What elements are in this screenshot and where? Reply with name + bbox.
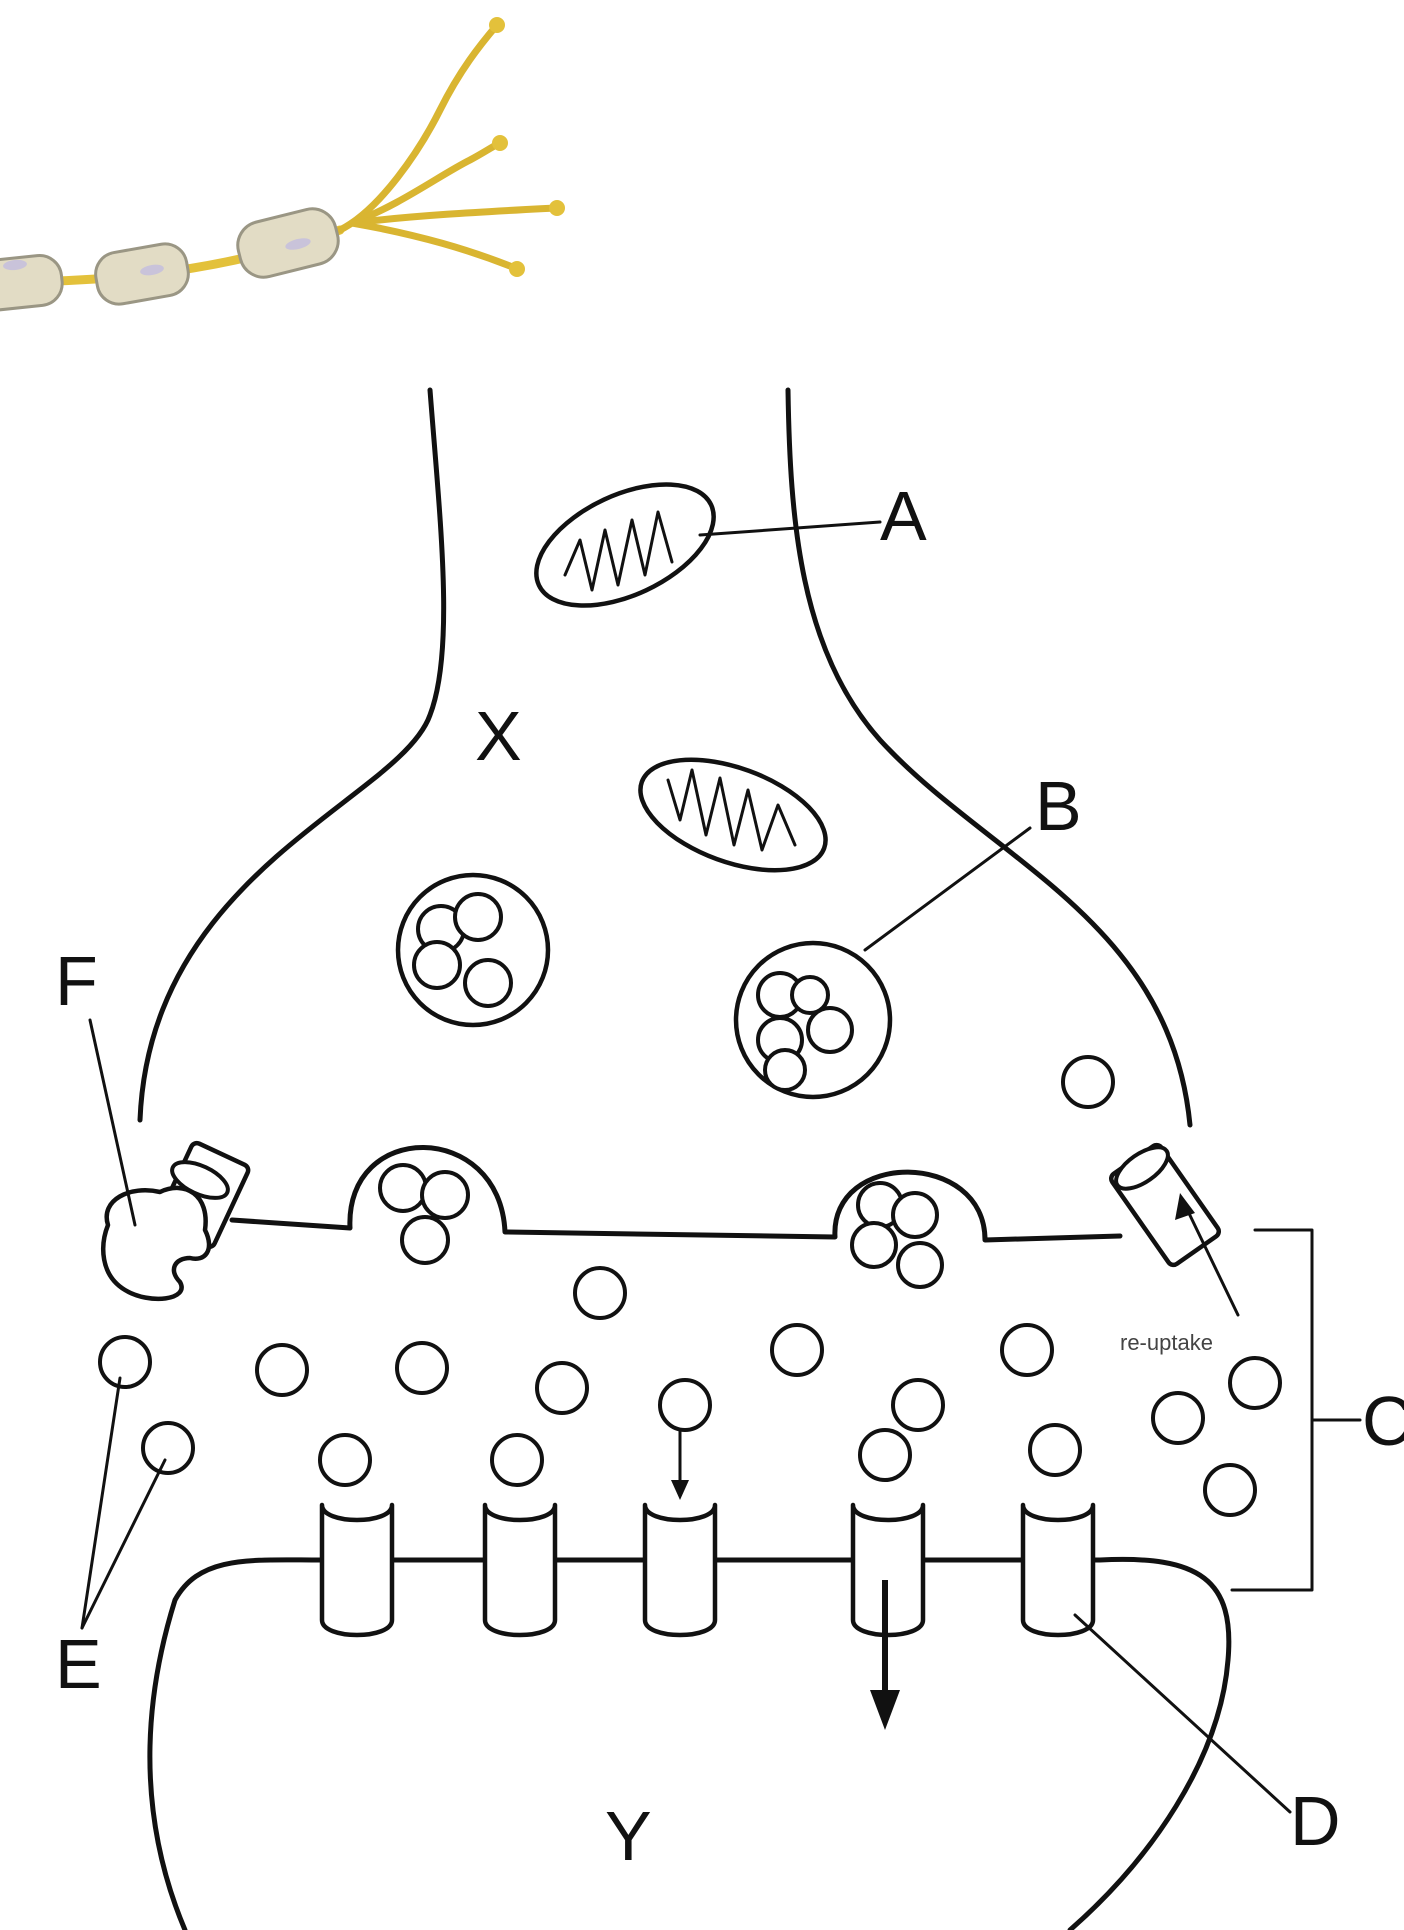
leader-b bbox=[865, 828, 1030, 950]
leader-d bbox=[1075, 1615, 1290, 1812]
reuptake-label: re-uptake bbox=[1120, 1330, 1213, 1355]
myelin-sheath bbox=[0, 204, 343, 313]
synaptic-vesicle-b bbox=[736, 943, 890, 1097]
receptor bbox=[322, 1505, 1093, 1635]
label-a: A bbox=[880, 477, 927, 555]
label-f: F bbox=[55, 942, 98, 1020]
signal-arrowhead bbox=[870, 1690, 900, 1730]
mitochondrion bbox=[626, 738, 840, 893]
synaptic-cleft-bracket bbox=[1232, 1230, 1312, 1590]
mitochondrion-a bbox=[518, 460, 732, 631]
neurotransmitter-cleft bbox=[100, 1268, 1280, 1515]
bound-neurotransmitter bbox=[320, 1425, 1080, 1485]
binding-arrowhead bbox=[671, 1480, 689, 1500]
label-b: B bbox=[1035, 767, 1082, 845]
label-e: E bbox=[55, 1625, 102, 1703]
neurotransmitter bbox=[1063, 1057, 1113, 1107]
label-d: D bbox=[1290, 1782, 1341, 1860]
label-x: X bbox=[475, 697, 522, 775]
leader-f bbox=[90, 1020, 135, 1225]
label-y: Y bbox=[605, 1797, 652, 1875]
synaptic-vesicle bbox=[398, 875, 548, 1025]
fusing-vesicle bbox=[380, 1165, 942, 1287]
autoreceptor-f bbox=[103, 1141, 250, 1299]
axon-terminal-illustration bbox=[0, 17, 565, 313]
label-c: C bbox=[1362, 1382, 1404, 1460]
leader-a bbox=[700, 522, 880, 535]
